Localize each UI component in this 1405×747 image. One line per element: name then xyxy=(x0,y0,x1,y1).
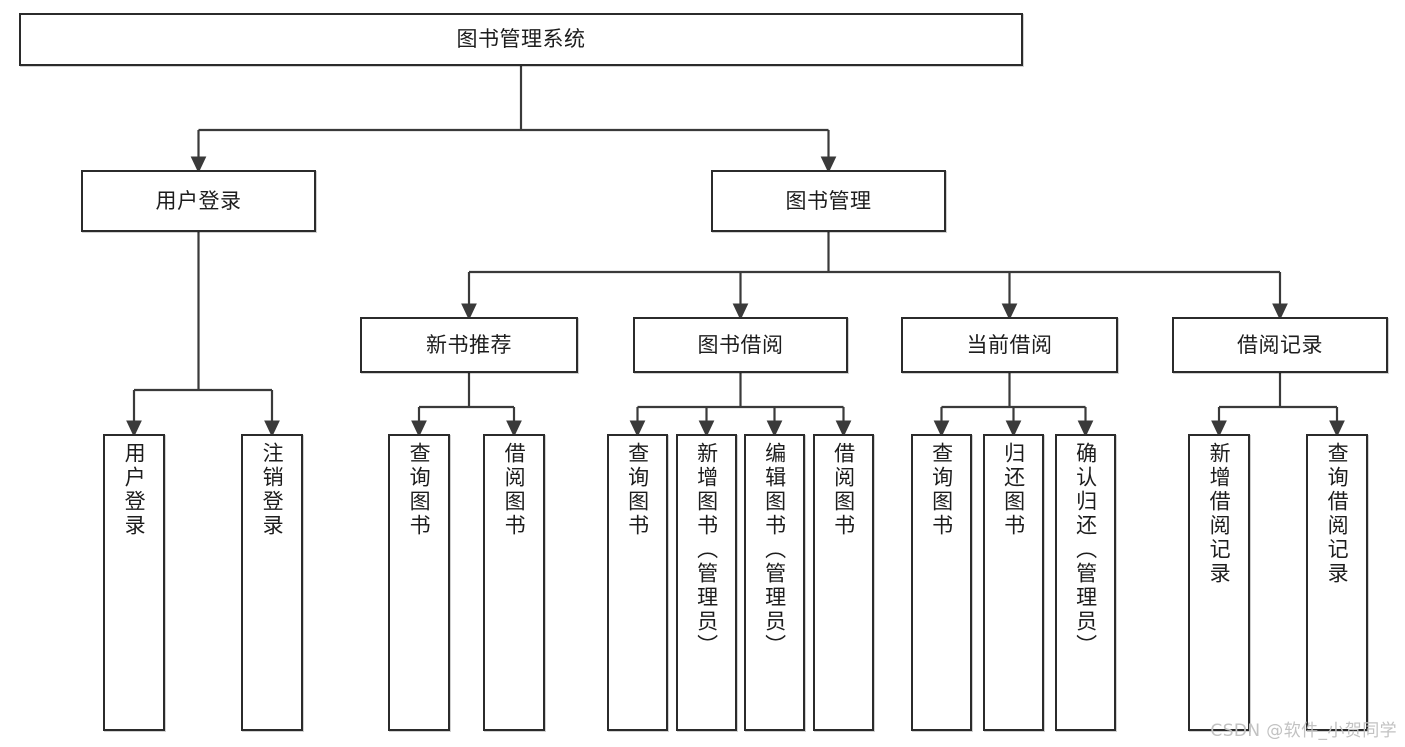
node-add-book-admin-5[interactable]: 新增图书（管理员） xyxy=(676,434,737,731)
node-label: 用户登录 xyxy=(122,442,147,538)
node-label: 当前借阅 xyxy=(966,332,1053,357)
node-book-borrowing[interactable]: 图书借阅 xyxy=(633,317,848,373)
node-label: 归还图书 xyxy=(1001,442,1026,538)
node-label: 图书借阅 xyxy=(697,332,784,357)
node-borrow-book-7[interactable]: 借阅图书 xyxy=(813,434,874,731)
node-new-book-recommendation[interactable]: 新书推荐 xyxy=(360,317,578,373)
node-label: 查询图书 xyxy=(407,442,432,538)
node-query-borrowing-record-12[interactable]: 查询借阅记录 xyxy=(1306,434,1368,731)
node-book-management[interactable]: 图书管理 xyxy=(711,170,946,232)
node-label: 借阅图书 xyxy=(831,442,856,538)
node-return-book-9[interactable]: 归还图书 xyxy=(983,434,1044,731)
node-user-login-0[interactable]: 用户登录 xyxy=(103,434,165,731)
node-label: 借阅记录 xyxy=(1237,332,1323,357)
node-label: 确认归还（管理员） xyxy=(1073,442,1098,658)
node-label: 新增图书（管理员） xyxy=(694,442,719,658)
node-label: 图书管理 xyxy=(785,188,872,213)
node-user-login[interactable]: 用户登录 xyxy=(81,170,316,232)
node-label: 查询图书 xyxy=(625,442,650,538)
node-book-management-system[interactable]: 图书管理系统 xyxy=(19,13,1023,66)
node-current-borrowing[interactable]: 当前借阅 xyxy=(901,317,1118,373)
node-label: 查询借阅记录 xyxy=(1325,442,1350,586)
csdn-watermark: CSDN @软件_小贺同学 xyxy=(1210,721,1397,741)
node-label: 编辑图书（管理员） xyxy=(762,442,787,658)
node-label: 新增借阅记录 xyxy=(1207,442,1232,586)
node-label: 新书推荐 xyxy=(426,332,512,357)
node-query-book-2[interactable]: 查询图书 xyxy=(388,434,450,731)
node-confirm-return-admin-10[interactable]: 确认归还（管理员） xyxy=(1055,434,1116,731)
node-query-book-8[interactable]: 查询图书 xyxy=(911,434,972,731)
node-query-book-4[interactable]: 查询图书 xyxy=(607,434,668,731)
node-add-borrowing-record-11[interactable]: 新增借阅记录 xyxy=(1188,434,1250,731)
node-logout-1[interactable]: 注销登录 xyxy=(241,434,303,731)
node-label: 查询图书 xyxy=(929,442,954,538)
node-borrowing-record[interactable]: 借阅记录 xyxy=(1172,317,1388,373)
node-label: 用户登录 xyxy=(155,188,242,213)
node-label: 借阅图书 xyxy=(502,442,527,538)
node-label: 注销登录 xyxy=(260,442,285,538)
node-label: 图书管理系统 xyxy=(456,27,586,52)
node-edit-book-admin-6[interactable]: 编辑图书（管理员） xyxy=(744,434,805,731)
node-borrow-book-3[interactable]: 借阅图书 xyxy=(483,434,545,731)
